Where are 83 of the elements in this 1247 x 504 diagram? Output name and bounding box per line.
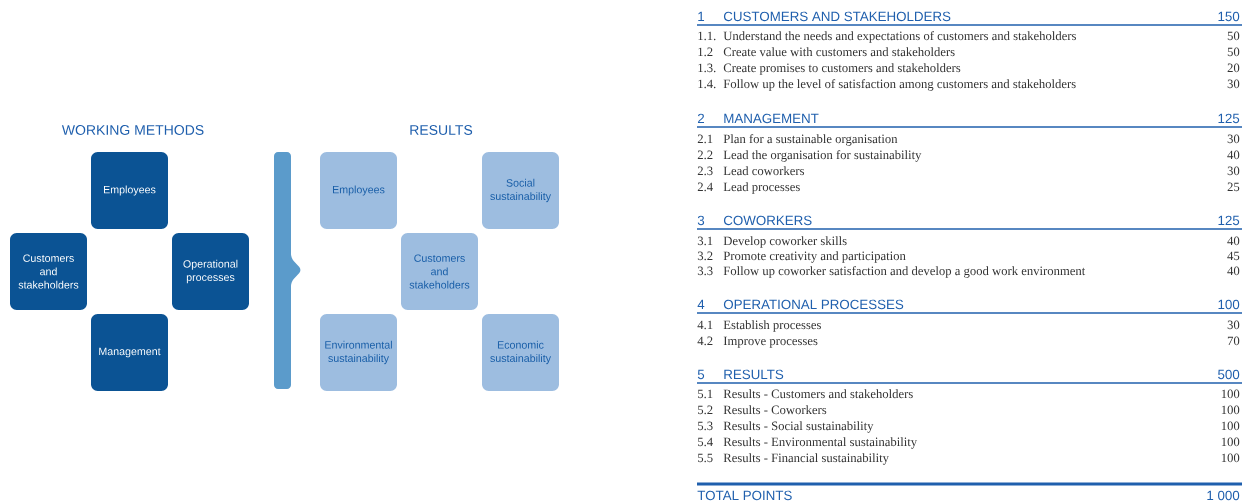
table-cell: 30 [1227, 79, 1240, 89]
table-cell: 100 [1221, 405, 1240, 415]
table-cell: 500 [1218, 369, 1240, 380]
table-cell: Results - Financial sustainability [723, 453, 889, 465]
result-box: Customers and stakeholders [401, 233, 478, 310]
table-cell: 30 [1227, 320, 1240, 330]
table-cell: 2 [697, 113, 705, 123]
table-cell: 50 [1227, 47, 1240, 57]
method-box: Employees [91, 152, 168, 229]
table-cell: 100 [1221, 389, 1240, 399]
table-cell: 5.4 [698, 437, 713, 447]
table-cell: 1.2 [698, 47, 713, 57]
table-cell: COWORKERS [723, 215, 812, 226]
table-cell: 5 [697, 369, 705, 380]
table-cell: 5.1 [698, 389, 713, 399]
section-heading: WORKING METHODS [61, 125, 204, 135]
table-cell: CUSTOMERS AND STAKEHOLDERS [723, 11, 951, 22]
result-box: Social sustainability [482, 152, 559, 229]
table-cell: Promote creativity and participation [723, 251, 906, 263]
table-cell: Lead coworkers [723, 166, 805, 176]
table-cell: 2.1 [697, 134, 713, 144]
table-cell: 3.1 [697, 236, 713, 246]
table-cell: 30 [1227, 166, 1240, 176]
method-box: Operational processes [172, 233, 249, 310]
table-cell: Results - Social sustainability [723, 421, 874, 433]
table-cell: Plan for a sustainable organisation [723, 134, 898, 146]
table-cell: 45 [1227, 251, 1240, 261]
method-box: Management [91, 314, 168, 391]
table-cell: 2.3 [697, 166, 713, 176]
result-box: Environmental sustainability [320, 314, 397, 391]
table-cell: Understand the needs and expectations of customers and stakeholders [723, 31, 1076, 43]
table-cell: Follow up coworker satisfaction and develop a good work environment [723, 266, 1086, 278]
table-cell: 1.4. [698, 79, 716, 89]
table-cell: 40 [1227, 150, 1240, 160]
table-cell: 5.5 [698, 453, 713, 463]
table-cell: 100 [1218, 299, 1240, 310]
table-cell: 4.2 [697, 336, 713, 346]
table-cell: Lead processes [723, 182, 800, 194]
table-cell: 4.1 [697, 320, 713, 330]
table-cell: Create value with customers and stakeholders [723, 47, 955, 57]
table-cell: 30 [1227, 134, 1240, 144]
result-box: Economic sustainability [482, 314, 559, 391]
table-cell: Results - Coworkers [723, 405, 827, 415]
table-cell: 50 [1227, 31, 1240, 41]
table-cell: MANAGEMENT [724, 113, 819, 124]
section-heading: RESULTS [410, 125, 473, 135]
table-cell: 125 [1218, 215, 1240, 226]
table-cell: 20 [1227, 63, 1240, 73]
table-cell: 100 [1221, 421, 1240, 431]
table-cell: 40 [1227, 236, 1240, 246]
table-cell: 25 [1227, 182, 1240, 192]
table-cell: Develop coworker skills [723, 236, 847, 248]
table-cell: 3 [697, 215, 705, 226]
table-cell: 100 [1221, 453, 1240, 463]
table-cell: 70 [1227, 336, 1240, 346]
table-cell: 1.1. [698, 31, 716, 41]
table-cell: 40 [1227, 266, 1240, 276]
table-cell: Establish processes [723, 320, 821, 332]
table-cell: Results - Environmental sustainability [723, 437, 918, 449]
table-cell: Create promises to customers and stakeholders [723, 63, 961, 75]
table-cell: Lead the organisation for sustainability [723, 150, 922, 162]
table-cell: 1 [698, 11, 705, 21]
table-cell: 1 000 [1207, 490, 1240, 501]
table-cell: 3.2 [697, 251, 713, 261]
table-cell: 5.2 [698, 405, 713, 415]
table-cell: 125 [1218, 113, 1240, 124]
table-cell: Follow up the level of satisfaction among customers and stakeholders [723, 79, 1076, 91]
result-box: Employees [320, 152, 397, 229]
table-cell: 1.3. [698, 63, 716, 73]
table-cell: 4 [697, 299, 705, 309]
table-cell: Improve processes [723, 336, 818, 348]
chevron-bar [274, 152, 301, 389]
table-cell: OPERATIONAL PROCESSES [723, 299, 904, 310]
table-cell: 150 [1218, 11, 1240, 22]
table-cell: 5.3 [698, 421, 713, 431]
table-cell: TOTAL POINTS [697, 490, 792, 501]
method-box: Customers and stakeholders [10, 233, 87, 310]
table-cell: 2.2 [697, 150, 713, 160]
table-cell: 100 [1221, 437, 1240, 447]
table-cell: RESULTS [724, 369, 784, 380]
table-cell: 3.3 [697, 266, 713, 276]
table-cell: 2.4 [697, 182, 713, 192]
table-cell: Results - Customers and stakeholders [723, 389, 913, 399]
